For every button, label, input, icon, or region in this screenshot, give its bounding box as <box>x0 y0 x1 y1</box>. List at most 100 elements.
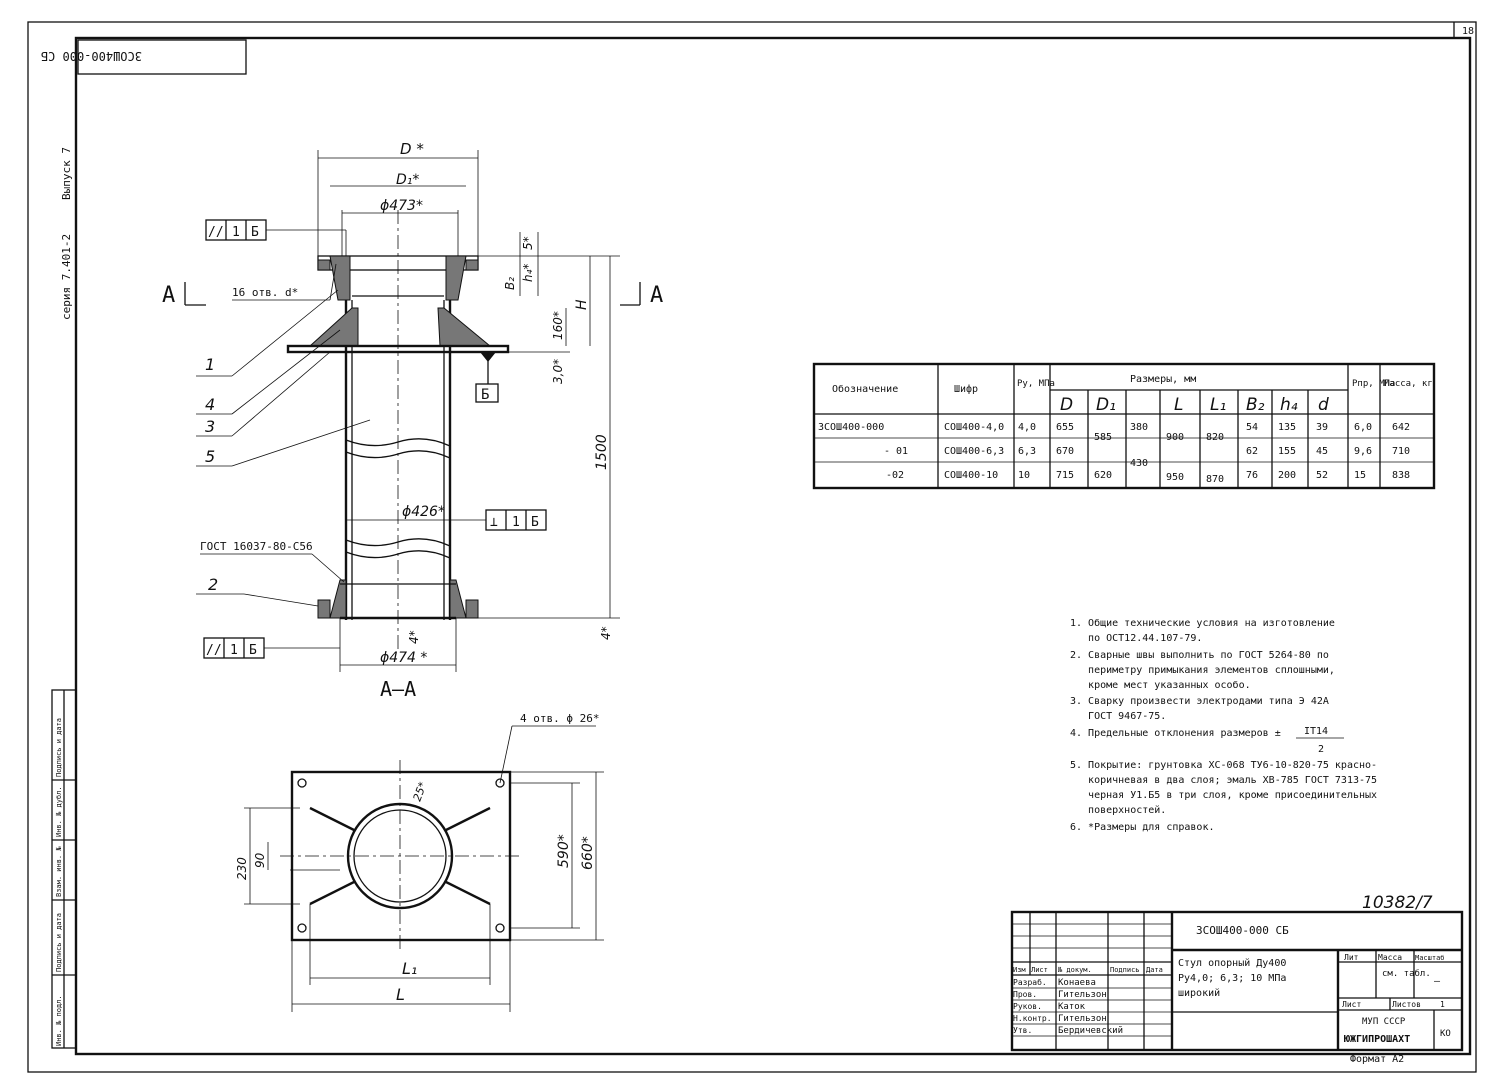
svg-text:870: 870 <box>1206 474 1224 485</box>
svg-text:Каток: Каток <box>1058 1002 1086 1012</box>
svg-text:Лист: Лист <box>1031 966 1048 974</box>
plan-dim-L: L <box>396 985 405 1004</box>
break-line-upper <box>345 438 451 447</box>
handwritten-number: 10382/7 <box>1362 893 1433 913</box>
svg-text:642: 642 <box>1392 422 1410 433</box>
th-designation: Обозначение <box>832 383 898 395</box>
callouts: 1 4 3 5 2 <box>196 289 371 607</box>
svg-text:6. *Размеры для справок.: 6. *Размеры для справок. <box>1070 822 1215 833</box>
side-stamp-col-1: Инв. № подл. <box>55 995 63 1046</box>
th-ppr: Рпр, МПа <box>1352 379 1395 389</box>
dim-4-right: 4* <box>599 626 613 640</box>
svg-text:950: 950 <box>1166 472 1184 483</box>
svg-text:655: 655 <box>1056 422 1074 433</box>
th-h4: h₄ <box>1280 395 1298 415</box>
org-name-2: ЮЖГИПРОШАХТ <box>1344 1034 1410 1045</box>
svg-text:155: 155 <box>1278 446 1296 457</box>
plan-dim-230: 230 <box>235 857 249 880</box>
svg-text:838: 838 <box>1392 470 1410 481</box>
side-stamp-col-3: Взам. инв. № <box>55 846 63 897</box>
th-sizes: Размеры, мм <box>1130 374 1196 385</box>
svg-text:1. Общие технические условия н: 1. Общие технические условия на изготовл… <box>1070 617 1335 629</box>
svg-text:5: 5 <box>205 447 215 466</box>
table-row-2: - 01 СОШ400-6,3 6,3 670 430 62 155 45 9,… <box>884 446 1410 469</box>
section-view: Б D * D₁* ϕ473* // 1 Б <box>162 140 663 701</box>
dim-D: D * <box>400 140 424 158</box>
dim-473: ϕ473* <box>380 198 423 214</box>
tolerance-frame-bottom: // 1 Б <box>203 618 341 672</box>
svg-text:6,3: 6,3 <box>1018 446 1036 457</box>
dim-h4: h₄* <box>521 264 535 282</box>
side-stamp: Инв. № подл. Подпись и дата Взам. инв. №… <box>51 689 77 1049</box>
side-stamp-col-5: Подпись и дата <box>55 718 63 777</box>
svg-text:СОШ400-6,3: СОШ400-6,3 <box>944 446 1004 457</box>
gost-weld-note: ГОСТ 16037-80-С56 <box>200 540 313 553</box>
svg-text:39: 39 <box>1316 422 1328 433</box>
svg-text:Масштаб: Масштаб <box>1415 954 1445 962</box>
svg-text:4: 4 <box>205 395 215 414</box>
svg-text:430: 430 <box>1130 458 1148 469</box>
svg-text:Изм: Изм <box>1013 966 1026 974</box>
svg-text:Бердичевский: Бердичевский <box>1058 1026 1123 1036</box>
inner-frame <box>74 36 1472 1056</box>
svg-text:Руков.: Руков. <box>1013 1002 1042 1011</box>
svg-text:620: 620 <box>1094 470 1112 481</box>
outer-frame <box>27 21 1477 1073</box>
th-py: Ру, МПа <box>1017 379 1055 389</box>
svg-text:СОШ400-10: СОШ400-10 <box>944 470 998 481</box>
org-name-1: МУП СССР <box>1362 1017 1406 1027</box>
svg-text:Б: Б <box>531 515 539 530</box>
svg-text:Листов: Листов <box>1392 1000 1421 1009</box>
svg-text:по ОСТ12.44.107-79.: по ОСТ12.44.107-79. <box>1070 633 1202 644</box>
svg-text:Гительзон: Гительзон <box>1058 1014 1107 1024</box>
svg-text:см. табл.: см. табл. <box>1382 968 1431 979</box>
svg-text:кроме мест указанных особо.: кроме мест указанных особо. <box>1070 679 1251 691</box>
support-plate <box>286 344 510 354</box>
svg-text:2: 2 <box>208 575 218 594</box>
parameters-table: Обозначение Шифр Ру, МПа Размеры, мм D D… <box>812 362 1436 490</box>
svg-text:380: 380 <box>1130 422 1148 433</box>
svg-text:- 01: - 01 <box>884 446 908 457</box>
svg-text:76: 76 <box>1246 470 1258 481</box>
svg-text://: // <box>206 643 222 658</box>
title-block: Изм Лист № докум. Подпись Дата Разраб. П… <box>1010 910 1464 1052</box>
svg-text:135: 135 <box>1278 422 1296 433</box>
dim-474: ϕ474 * <box>380 650 427 666</box>
th-B2: B₂ <box>1246 395 1265 415</box>
plan-dim-90: 90 <box>253 852 267 868</box>
dim-1500: 1500 <box>594 434 610 470</box>
plan-view: 4 отв. ϕ 26* 25* 590* 660* 230 90 L₁ L <box>235 712 604 1012</box>
svg-text:Лист: Лист <box>1342 1000 1361 1009</box>
bottom-flange-left <box>317 599 331 619</box>
th-L: L <box>1174 395 1183 415</box>
svg-text:Ру4,0; 6,3; 10 МПа: Ру4,0; 6,3; 10 МПа <box>1178 973 1286 984</box>
plan-dim-L1: L₁ <box>402 959 417 978</box>
svg-text:715: 715 <box>1056 470 1074 481</box>
svg-text:Конаева: Конаева <box>1058 978 1096 988</box>
plan-dim-660: 660* <box>580 836 596 870</box>
section-title: А–А <box>380 677 416 701</box>
side-stamp-col-2: Подпись и дата <box>55 913 63 972</box>
svg-text:5. Покрытие: грунтовка ХС-068: 5. Покрытие: грунтовка ХС-068 ТУ6-10-820… <box>1070 760 1377 771</box>
svg-text:Гительзон: Гительзон <box>1058 990 1107 1000</box>
dim-30: 3,0* <box>551 359 565 384</box>
plan-dim-25: 25* <box>411 780 430 803</box>
svg-text:Б: Б <box>249 643 257 658</box>
svg-text:СОШ400-4,0: СОШ400-4,0 <box>944 422 1004 433</box>
svg-text:Н.контр.: Н.контр. <box>1013 1014 1052 1023</box>
svg-text:4,0: 4,0 <box>1018 422 1036 433</box>
svg-text:3. Сварку произвести электрода: 3. Сварку произвести электродами типа Э … <box>1070 696 1329 707</box>
break-line-lower <box>345 538 451 547</box>
svg-text://: // <box>208 225 224 240</box>
dim-4-left: 4* <box>407 630 421 644</box>
dim-426: ϕ426* <box>402 504 445 520</box>
svg-text:62: 62 <box>1246 446 1258 457</box>
tolerance-frame-top: // 1 Б <box>205 219 347 256</box>
table-row-1: 3СОШ400-000 СОШ400-4,0 4,0 655 585 380 9… <box>818 422 1410 443</box>
plan-dim-590: 590* <box>556 834 572 868</box>
svg-text:585: 585 <box>1094 432 1112 443</box>
rib-right <box>437 307 492 347</box>
svg-text:1: 1 <box>512 515 520 530</box>
technical-notes: 1. Общие технические условия на изготовл… <box>1070 617 1377 833</box>
